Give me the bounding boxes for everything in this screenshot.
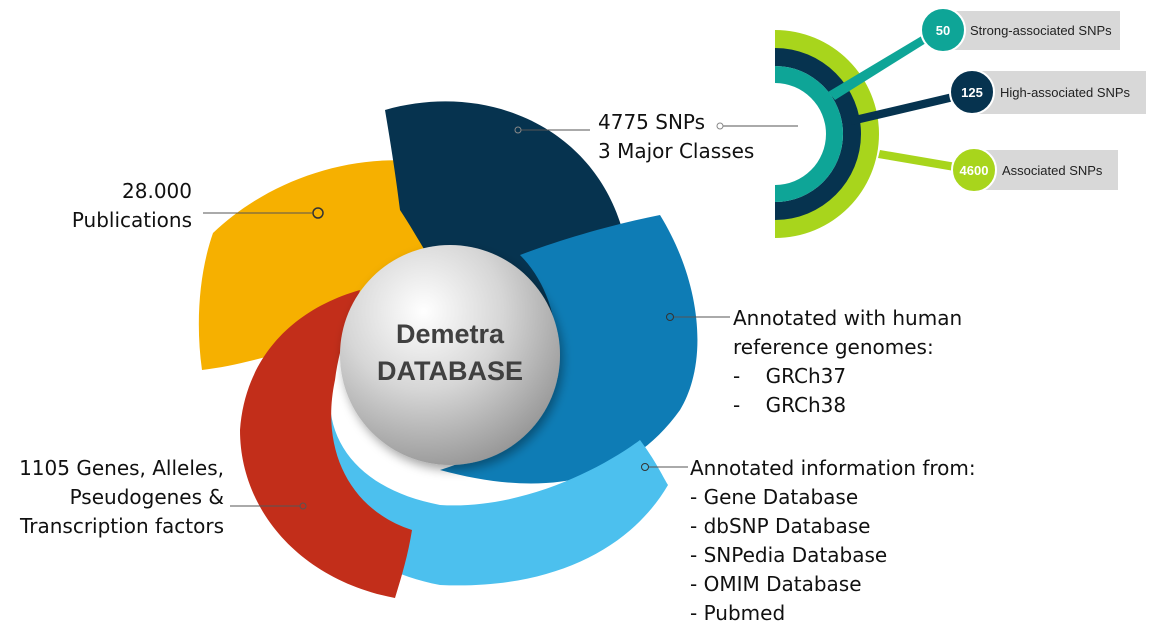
genes-line: 1105 Genes, Alleles, xyxy=(19,456,224,480)
reference-line: - GRCh37 xyxy=(733,364,847,388)
publications-count: 28.000 xyxy=(122,179,192,203)
snps-classes: 3 Major Classes xyxy=(598,139,755,163)
center-hub xyxy=(340,245,560,465)
badge-high xyxy=(949,69,995,115)
databases-line: Annotated information from: xyxy=(690,456,976,480)
leader-lines xyxy=(203,122,798,510)
badge-associated xyxy=(951,147,997,193)
publications-label: 28.000 Publications xyxy=(20,177,192,235)
badge-strong-value: 50 xyxy=(936,23,950,38)
genes-line: Pseudogenes & xyxy=(69,485,224,509)
databases-line: - OMIM Database xyxy=(690,572,862,596)
databases-line: - Gene Database xyxy=(690,485,859,509)
databases-line: - SNPedia Database xyxy=(690,543,888,567)
snp-class-rings xyxy=(775,30,879,238)
snps-label: 4775 SNPs 3 Major Classes xyxy=(598,108,754,166)
class-bar-associated xyxy=(976,150,1118,190)
badge-associated-value: 4600 xyxy=(960,163,989,178)
reference-line: Annotated with human xyxy=(733,306,963,330)
genes-petal xyxy=(240,290,412,598)
reference-label: Annotated with human reference genomes: … xyxy=(733,304,962,420)
snps-dot xyxy=(514,126,522,134)
connector-strong xyxy=(828,31,934,100)
class-label-associated: Associated SNPs xyxy=(1002,163,1103,178)
center-title-line1: Demetra xyxy=(396,319,505,349)
snps-class-dot xyxy=(716,122,724,130)
databases-line: - Pubmed xyxy=(690,601,786,625)
genes-label: 1105 Genes, Alleles, Pseudogenes & Trans… xyxy=(0,454,224,541)
publications-dot xyxy=(312,207,324,219)
reference-line: reference genomes: xyxy=(733,335,934,359)
class-label-strong: Strong-associated SNPs xyxy=(970,23,1112,38)
reference-petal xyxy=(440,215,698,484)
badge-strong xyxy=(920,7,966,53)
databases-label: Annotated information from: - Gene Datab… xyxy=(690,454,976,628)
class-bar-high xyxy=(978,71,1146,114)
genes-line: Transcription factors xyxy=(19,514,224,538)
class-bar-strong xyxy=(952,11,1120,50)
databases-dot xyxy=(641,463,649,471)
connector-associated xyxy=(878,150,968,173)
connector-high xyxy=(850,90,967,125)
genes-dot xyxy=(299,502,307,510)
reference-line: - GRCh38 xyxy=(733,393,847,417)
reference-dot xyxy=(666,313,674,321)
ring-inner xyxy=(775,66,843,202)
databases-line: - dbSNP Database xyxy=(690,514,871,538)
snp-class-connectors xyxy=(828,31,968,173)
class-label-high: High-associated SNPs xyxy=(1000,85,1131,100)
snps-count: 4775 SNPs xyxy=(598,110,706,134)
publications-title: Publications xyxy=(71,208,192,232)
center-title-line2: DATABASE xyxy=(377,356,523,386)
badge-high-value: 125 xyxy=(961,85,983,100)
